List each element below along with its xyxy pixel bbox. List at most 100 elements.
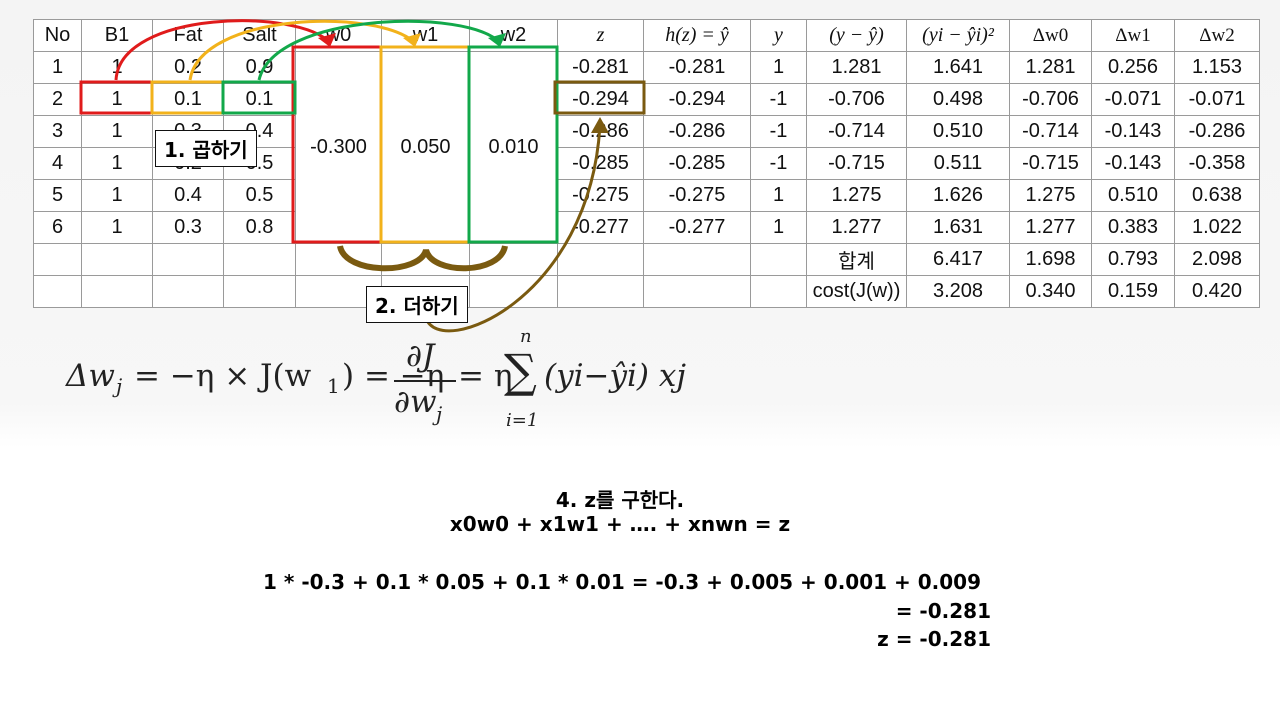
formula-sum-lower: i=1: [506, 410, 539, 431]
header-cell: w1: [381, 19, 470, 52]
header-cell: Salt: [223, 19, 296, 52]
calc-heading: 4. z를 구한다.: [555, 488, 685, 512]
header-cell: Δw2: [1174, 19, 1260, 52]
table-cell: -0.358: [1174, 147, 1260, 180]
table-cell: -0.706: [806, 83, 907, 116]
table-cell: 0.383: [1091, 211, 1175, 244]
formula-lhs-sub: j: [116, 374, 123, 398]
table-cell: -0.294: [557, 83, 644, 116]
header-cell: w0: [295, 19, 382, 52]
table-cell: 0.1: [223, 83, 296, 116]
multiply-label: 1. 곱하기: [155, 130, 257, 167]
table-cell: -0.715: [1009, 147, 1092, 180]
table-cell: 0.511: [906, 147, 1010, 180]
weight-w0-cell: -0.300: [295, 51, 382, 244]
header-cell: Δw1: [1091, 19, 1175, 52]
table-row: 410.20.5-0.285-0.285-1-0.7150.511-0.715-…: [33, 147, 1260, 180]
table-cell: 0.8: [223, 211, 296, 244]
empty-cell: [750, 243, 807, 276]
add-label: 2. 더하기: [366, 286, 468, 323]
table-cell: 0.256: [1091, 51, 1175, 84]
table-cell: 1.275: [1009, 179, 1092, 212]
weight-w1-cell: 0.050: [381, 51, 470, 244]
table-cell: 1: [750, 211, 807, 244]
table-cell: 0.5: [223, 179, 296, 212]
table-cell: -0.143: [1091, 147, 1175, 180]
header-cell: y: [750, 19, 807, 52]
formula-sum-upper: n: [520, 326, 532, 347]
cost-row-value: 0.340: [1009, 275, 1092, 308]
weight-w2-cell: 0.010: [469, 51, 558, 244]
empty-cell: [557, 243, 644, 276]
table-cell: -0.277: [557, 211, 644, 244]
formula-lhs: Δw: [66, 358, 115, 394]
empty-cell: [643, 243, 751, 276]
sum-row-value: 6.417: [906, 243, 1010, 276]
table-cell: -0.286: [1174, 115, 1260, 148]
table-cell: 1: [81, 115, 153, 148]
table-cell: 0.1: [152, 83, 224, 116]
table-cell: -0.714: [806, 115, 907, 148]
table-cell: -1: [750, 83, 807, 116]
table-cell: -0.285: [643, 147, 751, 180]
table-cell: 1: [81, 147, 153, 180]
empty-cell: [33, 243, 82, 276]
table-cell: -0.294: [643, 83, 751, 116]
empty-cell: [469, 275, 558, 308]
table-cell: -0.143: [1091, 115, 1175, 148]
empty-cell: [381, 243, 470, 276]
table-cell: -0.275: [643, 179, 751, 212]
table-cell: 0.9: [223, 51, 296, 84]
table-cell: 1.631: [906, 211, 1010, 244]
table-cell: -0.714: [1009, 115, 1092, 148]
formula-part1-sub: 1: [327, 374, 340, 398]
empty-cell: [643, 275, 751, 308]
table-cell: 1.281: [1009, 51, 1092, 84]
formula-fraction-numerator: ∂J: [406, 338, 435, 374]
empty-cell: [557, 275, 644, 308]
header-cell: h(z) = ŷ: [643, 19, 751, 52]
header-cell: w2: [469, 19, 558, 52]
cost-row-value: 3.208: [906, 275, 1010, 308]
table-cell: 0.638: [1174, 179, 1260, 212]
header-cell: No: [33, 19, 82, 52]
table-cell: 1.626: [906, 179, 1010, 212]
table-cell: 3: [33, 115, 82, 148]
formula-part1: = −η × J(w: [134, 358, 312, 394]
calc-result: = -0.281: [895, 599, 991, 623]
empty-cell: [295, 243, 382, 276]
empty-cell: [750, 275, 807, 308]
formula-part1-end: ) = −η: [342, 358, 445, 394]
table-cell: -0.281: [557, 51, 644, 84]
header-cell: B1: [81, 19, 153, 52]
formula-fraction-denominator: ∂w: [394, 384, 437, 420]
sum-row-value: 0.793: [1091, 243, 1175, 276]
empty-cell: [33, 275, 82, 308]
empty-cell: [152, 243, 224, 276]
table-cell: 1.277: [1009, 211, 1092, 244]
header-cell: z: [557, 19, 644, 52]
calc-step-equation: 1 * -0.3 + 0.1 * 0.05 + 0.1 * 0.01 = -0.…: [263, 570, 981, 594]
empty-cell: [81, 243, 153, 276]
table-cell: -0.286: [557, 115, 644, 148]
table-cell: -1: [750, 147, 807, 180]
header-cell: (y − ŷ): [806, 19, 907, 52]
empty-cell: [152, 275, 224, 308]
table-cell: 0.510: [1091, 179, 1175, 212]
table-cell: 6: [33, 211, 82, 244]
header-cell: Fat: [152, 19, 224, 52]
calc-general-equation: x0w0 + x1w1 + …. + xnwn = z: [449, 512, 791, 536]
table-cell: 1: [81, 51, 153, 84]
table-cell: 1: [750, 179, 807, 212]
table-cell: -0.071: [1174, 83, 1260, 116]
table-cell: 1.022: [1174, 211, 1260, 244]
empty-cell: [223, 243, 296, 276]
cost-row-label: cost(J(w)): [806, 275, 907, 308]
table-cell: -0.286: [643, 115, 751, 148]
delta-w-formula: Δw j = −η × J(w 1 ) = −η ∂J ∂w j = η n ∑…: [66, 326, 706, 440]
table-cell: -0.706: [1009, 83, 1092, 116]
